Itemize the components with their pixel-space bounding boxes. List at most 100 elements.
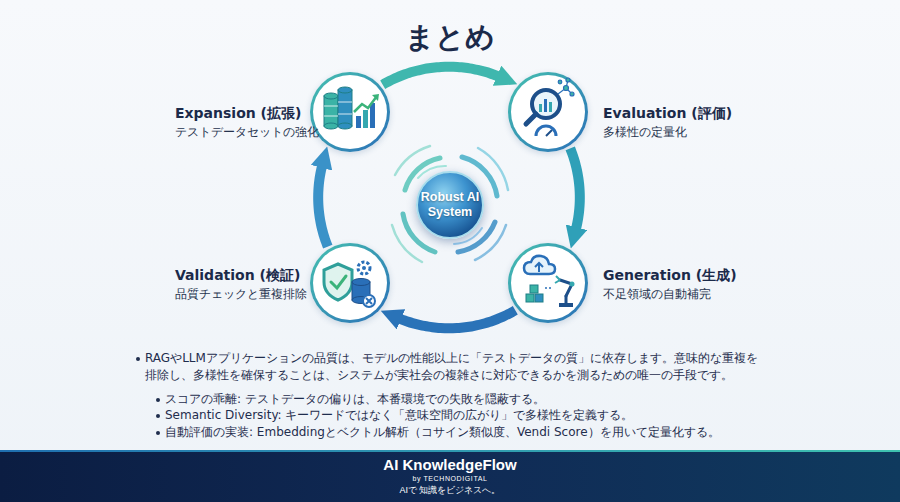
shield-check-icon-part [366,298,372,304]
core-sphere: Robust AI System [416,171,484,239]
generation-robot-icon-part-part [535,294,543,302]
node-heading: Evaluation (評価) [603,104,773,123]
database-growth-icon-part-part [363,110,368,128]
node-text-group: Generation (生成)不足領域の自動補完 [603,266,773,303]
search-analysis-icon-part-part [566,78,570,82]
generation-robot-icon-part [570,282,575,287]
cycle-arrow [397,310,515,328]
ring-outline [310,72,390,152]
search-analysis-icon-part [558,78,574,96]
node-heading: Validation (検証) [175,266,305,285]
shield-check-icon-part-part [352,282,370,300]
core-swirl-part [478,148,508,190]
shield-check-icon-part [363,295,375,307]
database-growth-icon-part [356,103,375,128]
node-text-group: Robust AI System [420,190,480,220]
generation-robot-icon-part [524,256,555,274]
ring-outline [508,72,588,152]
summary-bullet: Semantic Diversity: キーワードではなく「意味空間の広がり」で… [165,407,855,424]
database-growth-icon-part [324,102,352,116]
database-growth-icon-part-part [370,103,375,128]
shield-check-icon [324,262,375,307]
search-analysis-icon-part-part [564,86,569,91]
node-text-group: Validation (検証)品質チェックと重複排除 [175,266,305,303]
search-analysis-icon-part-part [570,92,574,96]
node-heading: Generation (生成) [603,266,773,285]
slide-title: まとめ [0,18,900,58]
generation-robot-icon [524,256,575,307]
node-description: 多様性の定量化 [603,123,773,141]
shield-check-icon-part [331,276,346,288]
footer-band-part [0,452,900,502]
generation-robot-icon-part [535,263,543,272]
summary-bullet: 自動評価の実装: Embeddingとベクトル解析（コサイン類似度、Vendi … [165,424,855,441]
shield-check-icon-part-part [352,279,370,286]
search-analysis-icon-part-part [558,80,562,84]
database-growth-icon [324,87,379,129]
generation-robot-icon-part-part [526,294,534,302]
shield-check-icon-part-part [352,297,370,304]
shield-check-icon-part [352,279,370,304]
database-growth-icon-part-part [338,87,352,93]
summary-bullet: スコアの乖離: テストデータの偏りは、本番環境での失敗を隠蔽する。 [165,391,855,408]
node-text-group: Expansion (拡張)テストデータセットの強化 [175,104,305,141]
search-analysis-icon-part [539,104,542,112]
node-description: テストデータセットの強化 [175,123,305,141]
ring-outline [310,243,390,323]
search-analysis-icon-part-part [558,88,566,94]
shield-check-icon-part [362,266,366,270]
generation-robot-icon-part-part [566,284,572,296]
database-growth-icon-part-part [324,106,338,107]
database-growth-icon-part [354,96,377,112]
footer-band-part [0,450,900,452]
node-heading: Robust AI System [420,190,480,220]
phase-circle: Expansion (拡張)テストデータセットの強化 [310,72,390,152]
search-analysis-icon-part [544,99,547,112]
phase-circle: Evaluation (評価)多様性の定量化 [508,72,588,152]
generation-robot-icon-part [555,276,560,283]
database-growth-icon-part-part [338,123,352,129]
generation-robot-icon-part-part [530,285,538,293]
node-description: 品質チェックと重複排除 [175,285,305,303]
generation-robot-icon-part [545,287,552,289]
database-growth-icon-part [372,94,379,101]
database-growth-icon-part-part [356,116,361,128]
shield-check-icon-part [358,262,370,274]
database-growth-icon-part-part [324,96,338,126]
search-analysis-icon-part [532,90,560,118]
generation-robot-icon-part [526,285,543,302]
brand-tagline: AIで 知識をビジネスへ。 [0,484,900,496]
ring-outline [508,243,588,323]
summary-bullet: RAGやLLMアプリケーションの品質は、モデルの性能以上に「テストデータの質」に… [145,350,763,384]
brand-sub: by TECHNODIGITAL [0,474,900,483]
generation-robot-icon-part [559,303,573,307]
cycle-arrow [383,67,501,85]
core-circle: Robust AI System [416,171,484,239]
database-growth-icon-part-part [338,90,352,126]
search-analysis-icon-part-part [566,80,568,88]
search-analysis-icon-part-part [566,88,572,94]
node-text-group: Evaluation (評価)多様性の定量化 [603,104,773,141]
search-analysis-icon-part [546,130,552,136]
generation-robot-icon-part-part [565,296,568,304]
core-swirl [392,146,508,262]
database-growth-icon-part-part [338,114,352,115]
core-swirl-part [392,225,422,262]
node-heading: Expansion (拡張) [175,104,305,123]
search-analysis-icon-part [549,102,552,112]
cycle-arrow [318,163,328,246]
database-growth-icon-part [324,87,352,129]
brand-name: AI KnowledgeFlow [0,456,900,474]
database-growth-icon-part-part [324,116,338,117]
phase-circle: Generation (生成)不足領域の自動補完 [508,243,588,323]
phase-circle: Validation (検証)品質チェックと重複排除 [310,243,390,323]
database-growth-icon-part-part [338,102,352,103]
search-analysis-icon [526,78,574,136]
search-analysis-icon-part [536,126,556,136]
shield-check-icon-part [324,264,352,300]
generation-robot-icon-part [560,280,572,304]
database-growth-icon-part-part [324,93,338,99]
generation-robot-icon-part-part [560,280,572,284]
